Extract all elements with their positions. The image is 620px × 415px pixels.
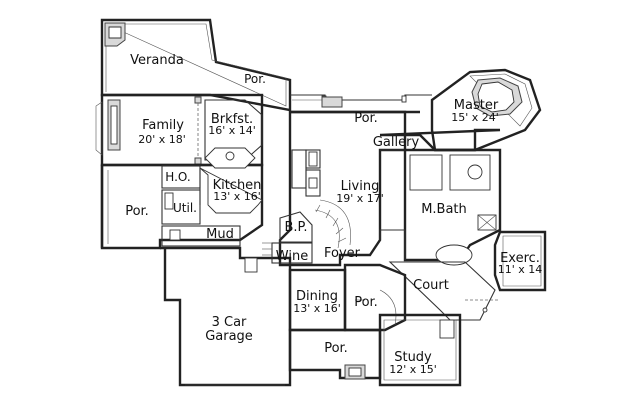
ho-label: H.O.: [165, 170, 190, 184]
court-label: Court: [413, 278, 449, 293]
exerc-size: 11' x 14: [498, 263, 543, 276]
master-size: 15' x 24': [451, 111, 499, 124]
study-label: Study: [394, 350, 432, 365]
dining-size: 13' x 16': [293, 302, 341, 315]
garage-label: 3 Car: [212, 315, 247, 330]
room-labels: Veranda Por. Family 20' x 18' Brkfst. 16…: [125, 53, 542, 376]
mud-label: Mud: [206, 227, 234, 242]
util-label: Util.: [173, 201, 197, 215]
kitchen-size: 13' x 16': [213, 190, 261, 203]
living-label: Living: [341, 179, 380, 194]
gallery-label: Gallery: [373, 135, 420, 150]
master-bath: [403, 148, 502, 266]
garage: [160, 246, 292, 387]
por-mid-label: Por.: [354, 111, 378, 126]
garage-sublabel: Garage: [205, 329, 253, 344]
living-foyer-block: [262, 96, 407, 267]
exerc-label: Exerc.: [500, 251, 540, 266]
foyer-label: Foyer: [324, 246, 361, 261]
living-size: 19' x 17': [336, 192, 384, 205]
exercise-room: [493, 230, 547, 292]
porch-top-area: [290, 94, 432, 114]
dining-label: Dining: [296, 289, 338, 304]
court: [379, 229, 500, 321]
bottom-block: [288, 313, 462, 387]
por-left-label: Por.: [125, 204, 149, 219]
study-size: 12' x 15': [389, 363, 437, 376]
kitchen-service-block: [100, 147, 264, 250]
por-center-label: Por.: [354, 295, 378, 310]
veranda-label: Veranda: [130, 53, 184, 68]
kitchen-label: Kitchen: [213, 178, 262, 193]
por-top-label: Por.: [244, 72, 266, 86]
family-size: 20' x 18': [138, 133, 186, 146]
mbath-label: M.Bath: [421, 202, 467, 217]
family-label: Family: [142, 118, 184, 133]
master-suite: [430, 68, 542, 152]
wine-label: Wine: [276, 249, 308, 264]
master-label: Master: [454, 98, 499, 113]
brkfst-size: 16' x 14': [208, 124, 256, 137]
brkfst-label: Brkfst.: [211, 112, 253, 127]
bp-label: B.P.: [285, 220, 308, 235]
por-bottom-label: Por.: [324, 341, 348, 356]
